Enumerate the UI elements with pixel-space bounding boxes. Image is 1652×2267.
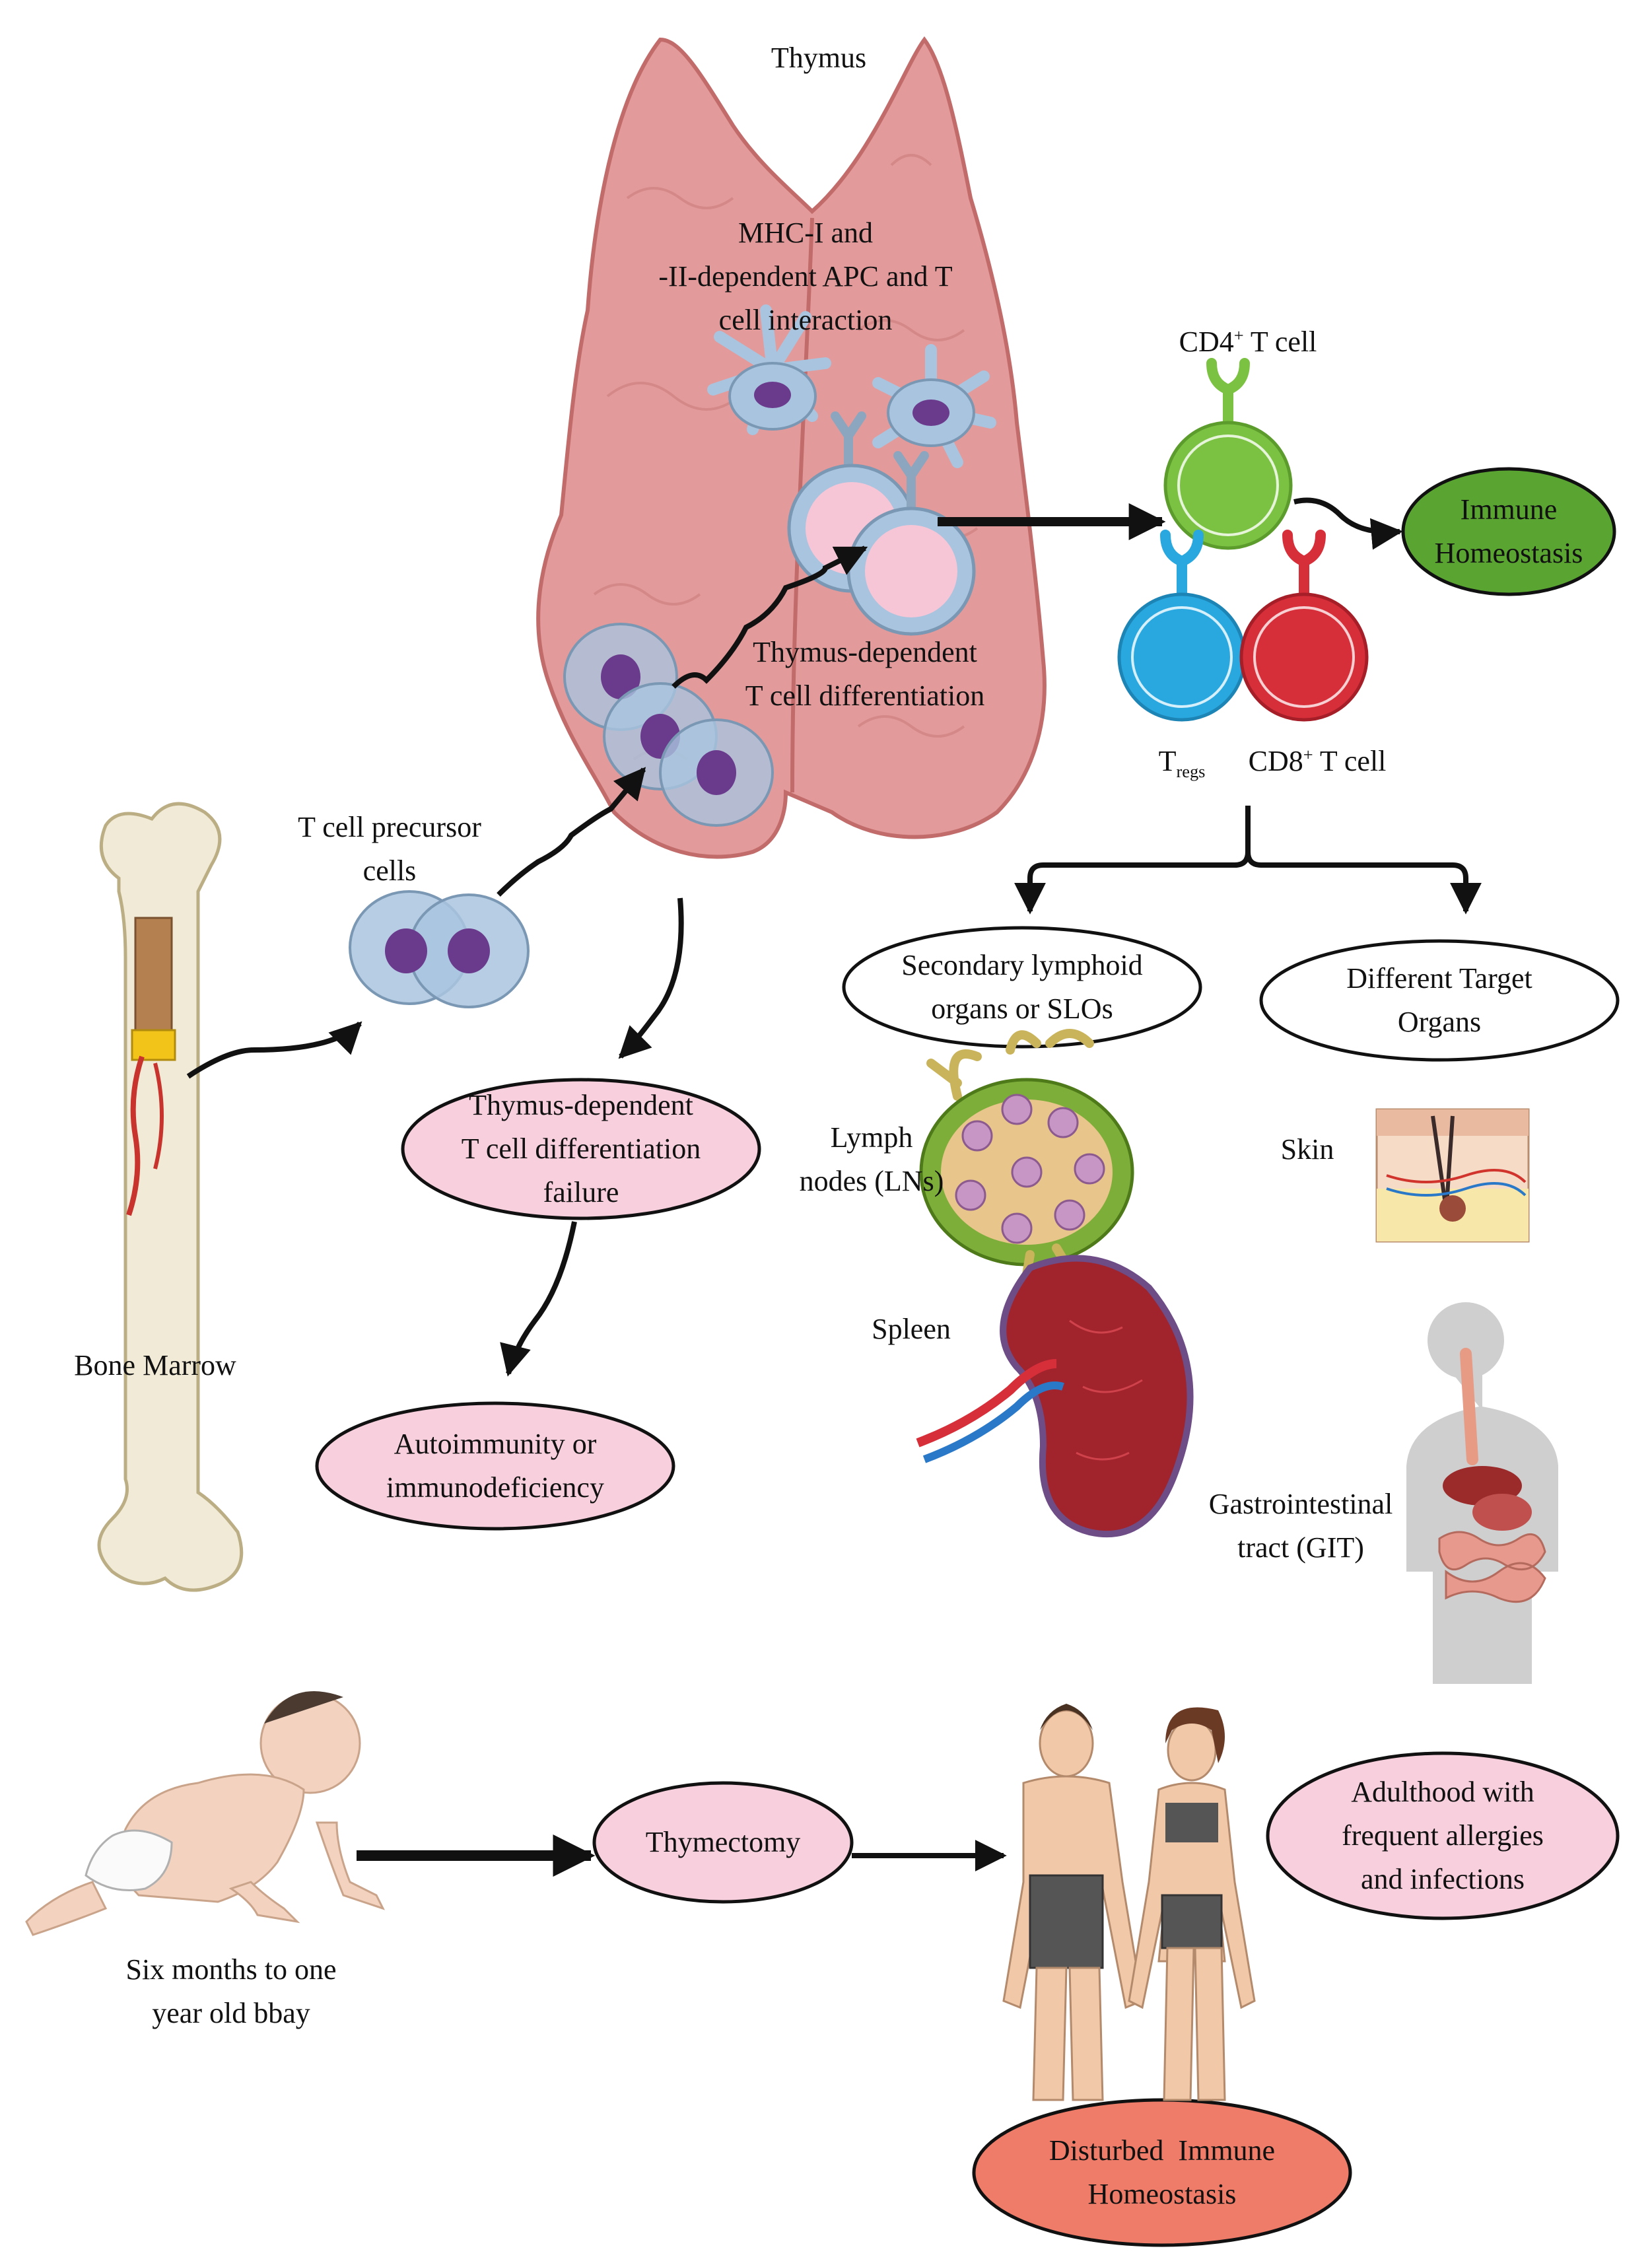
baby-label-line1: Six months to one: [125, 1953, 337, 1986]
cd4-to-homeostasis-arrow: [1293, 497, 1403, 550]
baby-illustration: [25, 1691, 385, 1936]
thymus-diff-label-line2: T cell differentiation: [745, 680, 985, 712]
lymph-label-line1: Lymph: [830, 1121, 913, 1154]
spleen-illustration: [916, 1255, 1194, 1538]
baby-label-line2: year old bbay: [152, 1997, 310, 2029]
target-organs-ellipse: [1259, 939, 1620, 1062]
apc-cell-right: [872, 344, 996, 468]
disturbed-homeostasis-text: Disturbed Immune Homeostasis: [1049, 2134, 1276, 2210]
cd4-t-cell: [1163, 358, 1293, 550]
adult-woman-illustration: [1128, 1707, 1256, 2101]
mhc-label-line1: MHC-I and: [738, 217, 874, 249]
disturbed-homeostasis-ellipse: [972, 2098, 1352, 2247]
cd8-label: CD8+ T cell: [1248, 744, 1387, 777]
failure-ellipse: [401, 1078, 761, 1220]
slo-text: Secondary lymphoid organs or SLOs: [901, 949, 1143, 1025]
skin-illustration: [1375, 1108, 1530, 1243]
mhc-label-line3: cell interaction: [718, 304, 893, 336]
cd8-branch-arrows: [1014, 806, 1482, 915]
immune-homeostasis-text: Immune Homeostasis: [1434, 493, 1583, 569]
autoimmunity-ellipse: [315, 1401, 675, 1531]
mhc-label-line2: -II-dependent APC and T: [658, 260, 953, 293]
thymus-diff-label-line1: Thymus-dependent: [753, 636, 977, 668]
treg-cell: [1117, 530, 1247, 722]
lymph-label-line2: nodes (LNs): [799, 1165, 944, 1197]
precursor-label-line1: T cell precursor: [298, 811, 481, 843]
bone-marrow-label: Bone Marrow: [74, 1349, 236, 1381]
autoimmunity-text: Autoimmunity or immunodeficiency: [386, 1428, 604, 1504]
lymph-node-illustration: [919, 1029, 1134, 1299]
git-label-line2: tract (GIT): [1237, 1531, 1364, 1564]
failure-text: Thymus-dependent T cell differentiation …: [461, 1089, 701, 1208]
thymus-progenitor-cells: [563, 623, 774, 827]
spleen-label: Spleen: [872, 1313, 951, 1345]
cd8-t-cell: [1239, 530, 1369, 722]
thymus-to-failure-arrow: [618, 897, 684, 1059]
slo-ellipse: [842, 926, 1202, 1049]
thymus-internal-arrow: [671, 545, 868, 689]
bone-to-precursor-arrow: [186, 1021, 362, 1079]
apc-cell-left: [707, 304, 831, 435]
precursor-cells: [349, 890, 530, 1008]
tregs-label: Tregs: [1158, 745, 1206, 781]
precursor-to-thymus-arrow: [497, 767, 646, 897]
cd4-label: CD4+ T cell: [1179, 325, 1317, 358]
adulthood-text: Adulthood with frequent allergies and in…: [1342, 1776, 1544, 1895]
thymectomy-text: Thymectomy: [645, 1826, 801, 1858]
bone-illustration: [97, 802, 244, 1592]
git-illustration: [1406, 1302, 1558, 1684]
precursor-label-line2: cells: [362, 854, 417, 887]
adult-man-illustration: [1002, 1704, 1144, 2101]
skin-label: Skin: [1280, 1133, 1334, 1166]
immune-homeostasis-ellipse: [1401, 467, 1616, 596]
adulthood-ellipse: [1266, 1751, 1620, 1920]
target-organs-text: Different Target Organs: [1346, 962, 1532, 1038]
git-label-line1: Gastrointestinal: [1208, 1488, 1393, 1520]
failure-to-autoimmunity-arrow: [500, 1221, 577, 1377]
thymus-label: Thymus: [771, 42, 867, 74]
